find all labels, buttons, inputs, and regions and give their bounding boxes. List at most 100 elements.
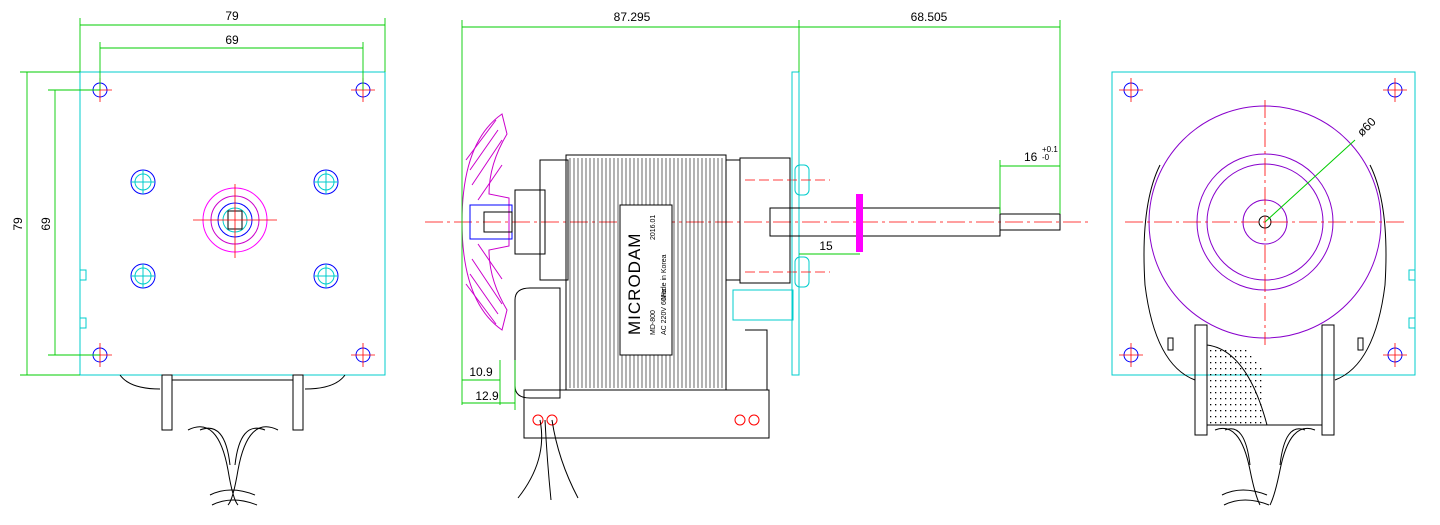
winding-hatch-dot: [1260, 404, 1262, 406]
winding-hatch-dot: [1245, 404, 1247, 406]
winding-hatch-dot: [1225, 422, 1227, 424]
winding-hatch-dot: [1215, 410, 1217, 412]
winding-hatch-dot: [1210, 410, 1212, 412]
winding-hatch-dot: [1250, 362, 1252, 364]
winding-hatch-dot: [1255, 410, 1257, 412]
winding-hatch-dot: [1250, 386, 1252, 388]
winding-hatch-dot: [1225, 362, 1227, 364]
winding-hatch-dot: [1220, 416, 1222, 418]
front-shaft-bushing: [193, 184, 277, 258]
winding-hatch-dot: [1250, 404, 1252, 406]
rear-mount-plate: [1111, 71, 1416, 376]
winding-hatch-dot: [1225, 374, 1227, 376]
winding-hatch-dot: [1210, 398, 1212, 400]
winding-hatch-dot: [1225, 410, 1227, 412]
winding-hatch-dot: [1215, 398, 1217, 400]
winding-hatch-dot: [1220, 362, 1222, 364]
winding-hatch-dot: [1235, 380, 1237, 382]
rear-plate-notch-right: [1408, 269, 1415, 329]
winding-hatch-dot: [1225, 398, 1227, 400]
winding-hatch-dot: [1220, 368, 1222, 370]
side-shaft-mark: [856, 194, 863, 252]
winding-hatch-dot: [1240, 386, 1242, 388]
winding-hatch-dot: [1225, 356, 1227, 358]
front-hole-centerlines: [88, 78, 375, 367]
winding-hatch-dot: [1230, 380, 1232, 382]
winding-hatch-dot: [1225, 386, 1227, 388]
side-label-brand: MICRODAM: [625, 233, 644, 335]
front-dimensions: [20, 18, 386, 376]
winding-hatch-dot: [1240, 410, 1242, 412]
winding-hatch-dot: [1245, 362, 1247, 364]
winding-hatch-dot: [1260, 368, 1262, 370]
winding-hatch-dot: [1255, 380, 1257, 382]
winding-hatch-dot: [1235, 362, 1237, 364]
winding-hatch-dot: [1230, 350, 1232, 352]
winding-hatch-dot: [1245, 374, 1247, 376]
side-cable: [517, 419, 579, 501]
winding-hatch-dot: [1210, 350, 1212, 352]
winding-hatch-dot: [1245, 386, 1247, 388]
winding-hatch-dot: [1260, 416, 1262, 418]
winding-hatch-dot: [1225, 350, 1227, 352]
winding-hatch-dot: [1230, 398, 1232, 400]
winding-hatch-dot: [1225, 416, 1227, 418]
front-mount-holes: [92, 82, 371, 363]
rear-view: ø60: [1111, 71, 1416, 506]
winding-hatch-dot: [1230, 362, 1232, 364]
winding-hatch-dot: [1255, 368, 1257, 370]
winding-hatch-dot: [1210, 392, 1212, 394]
winding-hatch-dot: [1235, 374, 1237, 376]
side-dimensions: [461, 20, 1061, 410]
winding-hatch-dot: [1230, 374, 1232, 376]
rear-hole-centerlines: [1119, 78, 1407, 367]
winding-hatch-dot: [1210, 422, 1212, 424]
winding-hatch-dot: [1210, 356, 1212, 358]
side-label-model: MD-800: [650, 310, 657, 335]
winding-hatch-dot: [1240, 392, 1242, 394]
winding-hatch-dot: [1230, 410, 1232, 412]
side-dim-shaft-15: 15: [819, 239, 833, 253]
winding-hatch-dot: [1240, 362, 1242, 364]
side-dim-hub-12-9: 12.9: [475, 389, 499, 403]
winding-hatch-dot: [1245, 368, 1247, 370]
winding-hatch-dot: [1245, 356, 1247, 358]
rear-winding-hatch: [1210, 350, 1262, 424]
winding-hatch-dot: [1255, 392, 1257, 394]
winding-hatch-dot: [1235, 410, 1237, 412]
winding-hatch-dot: [1250, 356, 1252, 358]
winding-hatch-dot: [1255, 398, 1257, 400]
winding-hatch-dot: [1210, 386, 1212, 388]
winding-hatch-dot: [1210, 416, 1212, 418]
winding-hatch-dot: [1225, 368, 1227, 370]
side-dim-shaft-step-tol-lower: -0: [1042, 153, 1050, 162]
winding-hatch-dot: [1210, 368, 1212, 370]
winding-hatch-dot: [1240, 356, 1242, 358]
winding-hatch-dot: [1215, 374, 1217, 376]
winding-hatch-dot: [1225, 392, 1227, 394]
winding-hatch-dot: [1240, 380, 1242, 382]
winding-hatch-dot: [1255, 416, 1257, 418]
side-label-rating: AC 220V 60Hz: [661, 288, 668, 335]
winding-hatch-dot: [1215, 386, 1217, 388]
winding-hatch-dot: [1215, 404, 1217, 406]
side-laminations: [569, 158, 723, 388]
rear-housing: [1143, 164, 1387, 381]
winding-hatch-dot: [1220, 404, 1222, 406]
front-dim-height-outer: 79: [11, 217, 25, 231]
winding-hatch-dot: [1240, 368, 1242, 370]
winding-hatch-dot: [1245, 398, 1247, 400]
front-cable-bracket: [119, 374, 346, 506]
winding-hatch-dot: [1255, 404, 1257, 406]
side-label-origin: Made in Korea: [661, 254, 668, 300]
winding-hatch-dot: [1235, 416, 1237, 418]
side-dim-shaft-step: 16: [1024, 150, 1038, 164]
rear-bottom-bracket: [1167, 324, 1364, 506]
side-shaft: [769, 207, 1061, 237]
side-fan-hub: [461, 113, 513, 331]
winding-hatch-dot: [1260, 386, 1262, 388]
front-mount-plate: [79, 71, 386, 376]
winding-hatch-dot: [1235, 356, 1237, 358]
winding-hatch-dot: [1245, 422, 1247, 424]
